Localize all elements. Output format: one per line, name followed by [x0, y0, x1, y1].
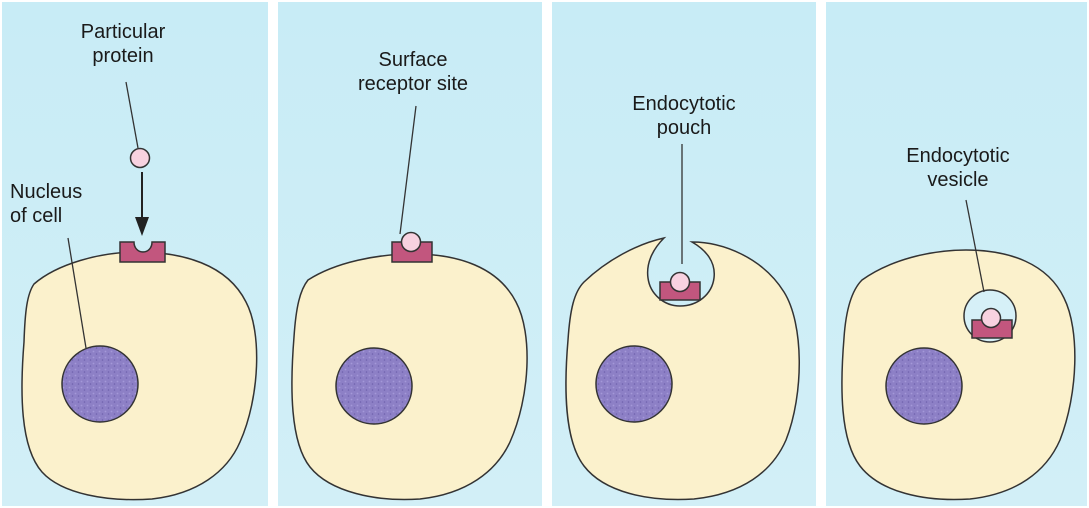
bound-protein [671, 273, 690, 292]
panel-step-1: Particular protein Nucleus of cell [2, 2, 268, 506]
nucleus [596, 346, 672, 422]
protein-label: Particular protein [60, 20, 186, 68]
bound-protein [982, 309, 1001, 328]
panel-step-1-drawing [2, 2, 268, 506]
pouch-label: Endocytotic pouch [602, 92, 766, 140]
cell-body [22, 252, 257, 500]
nucleus [886, 348, 962, 424]
particular-protein [131, 149, 150, 168]
nucleus-label-text: Nucleus of cell [10, 180, 104, 228]
protein-label-text: Particular protein [60, 20, 186, 68]
nucleus [336, 348, 412, 424]
bound-protein [402, 233, 421, 252]
nucleus [62, 346, 138, 422]
panel-step-4: Endocytotic vesicle [826, 2, 1087, 506]
receptor-label-text: Surface receptor site [338, 48, 488, 96]
panel-step-3-drawing [552, 2, 816, 506]
panel-step-2: Surface receptor site [278, 2, 542, 506]
pouch-label-text: Endocytotic pouch [602, 92, 766, 140]
panel-step-4-drawing [826, 2, 1087, 506]
panel-step-3: Endocytotic pouch [552, 2, 816, 506]
nucleus-label: Nucleus of cell [10, 180, 104, 228]
vesicle-label-text: Endocytotic vesicle [876, 144, 1040, 192]
receptor-label: Surface receptor site [338, 48, 488, 96]
vesicle-label: Endocytotic vesicle [876, 144, 1040, 192]
